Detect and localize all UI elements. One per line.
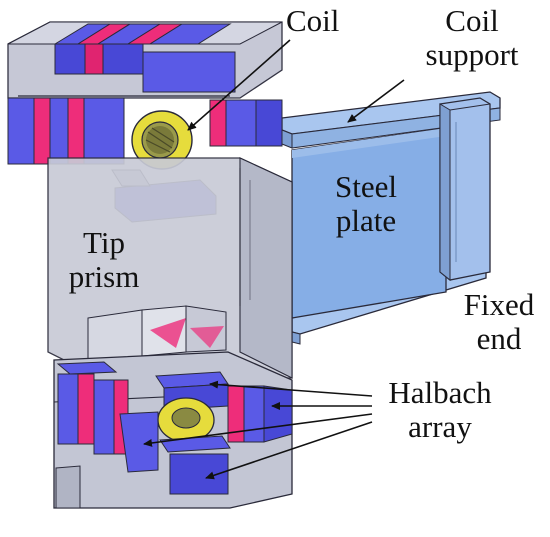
fixed-end-block bbox=[439, 97, 491, 282]
coil-support-arrow bbox=[347, 79, 405, 123]
tip-prism-label: Tip prism bbox=[58, 226, 150, 294]
coil-support-label: Coil support bbox=[398, 4, 546, 72]
halbach-line1: Halbach bbox=[388, 375, 492, 410]
halbach-arrow-4 bbox=[205, 421, 373, 480]
fixed-end-line2: end bbox=[476, 321, 522, 356]
coil-arrow bbox=[187, 39, 291, 131]
upper-coil bbox=[131, 110, 193, 170]
halbach-line2: array bbox=[408, 409, 472, 444]
steel-plate-line1: Steel bbox=[335, 169, 397, 204]
coil-support-line2: support bbox=[425, 37, 519, 72]
upper-magnet-assembly bbox=[7, 21, 283, 223]
leader-arrows bbox=[143, 39, 405, 480]
fixed-end-line1: Fixed bbox=[463, 287, 535, 322]
fixed-end-label: Fixed end bbox=[452, 288, 546, 356]
tip-prism-line2: prism bbox=[68, 259, 140, 294]
coil-label-text: Coil bbox=[286, 3, 340, 38]
halbach-arrow-1 bbox=[209, 380, 373, 397]
steel-plate-label: Steel plate bbox=[314, 170, 418, 238]
coil-label: Coil bbox=[286, 4, 339, 38]
coil-support-line1: Coil bbox=[445, 3, 499, 38]
steel-plate-line2: plate bbox=[335, 203, 397, 238]
halbach-arrow-3 bbox=[143, 413, 373, 447]
tip-prism-line1: Tip bbox=[83, 225, 125, 260]
halbach-array-label: Halbach array bbox=[372, 376, 508, 444]
